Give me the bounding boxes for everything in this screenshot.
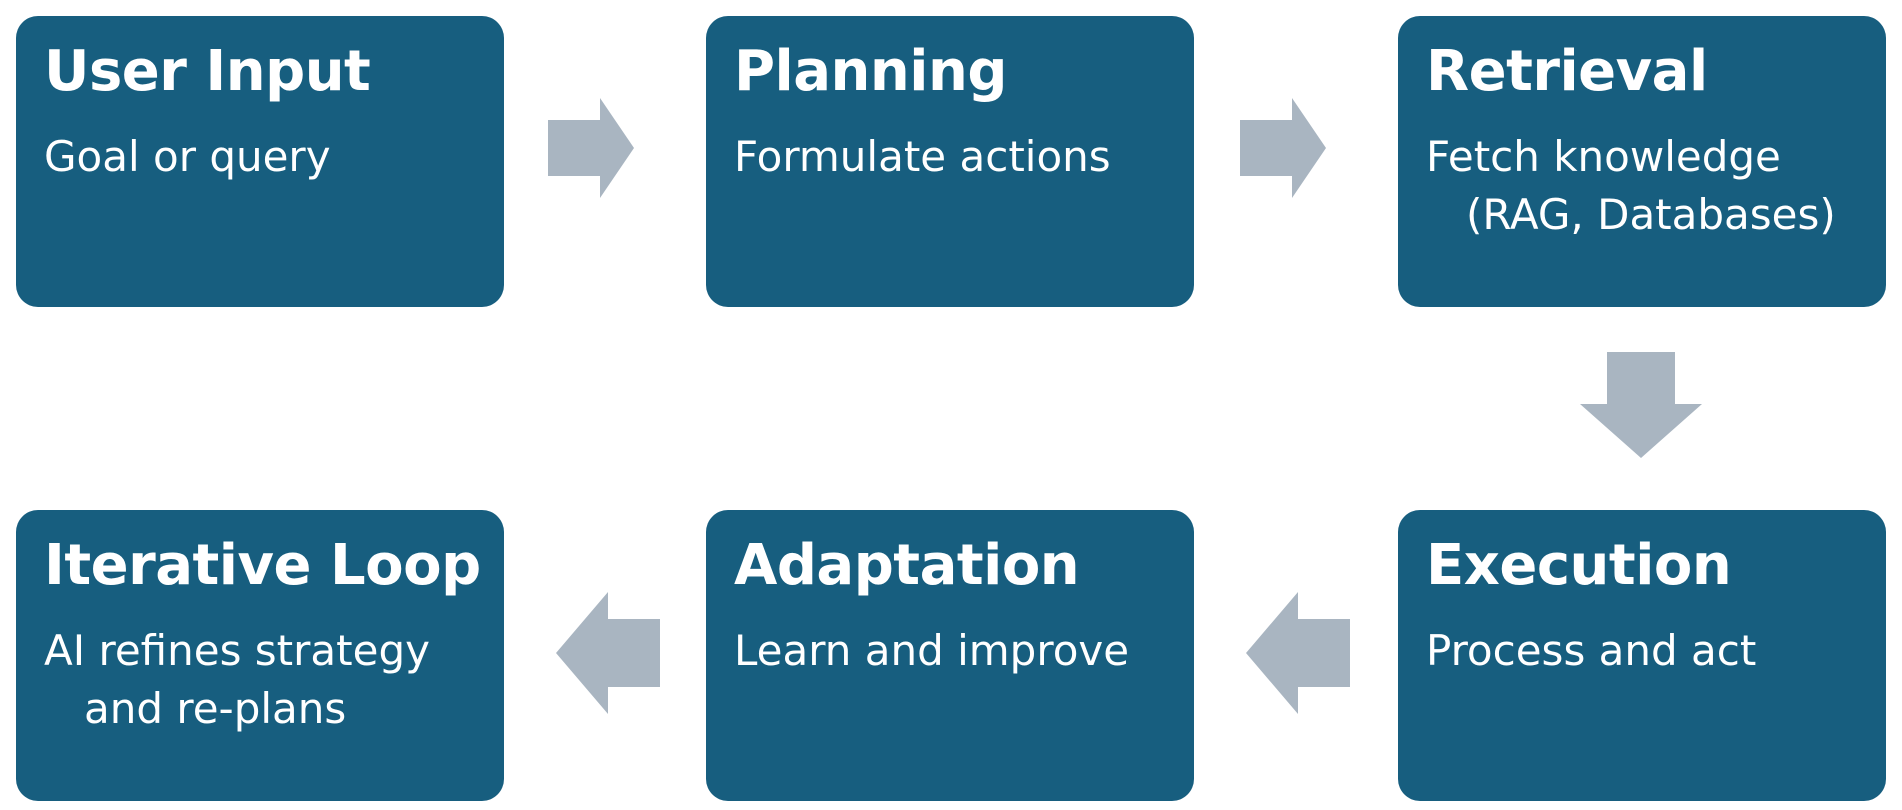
- step-description-line: AI refines strategy: [44, 626, 430, 675]
- step-description-line: Formulate actions: [734, 132, 1111, 181]
- step-description-line: (RAG, Databases): [1466, 190, 1836, 239]
- step-description-line: Fetch knowledge: [1426, 132, 1781, 181]
- step-description-line: Process and act: [1426, 626, 1757, 675]
- step-planning: Planning Formulate actions: [706, 16, 1194, 307]
- arrow-left-icon: [556, 592, 660, 714]
- step-description-line: and re-plans: [84, 684, 347, 733]
- step-execution: Execution Process and act: [1398, 510, 1886, 801]
- step-title: Adaptation: [734, 533, 1080, 598]
- step-description-line: Goal or query: [44, 132, 331, 181]
- arrow-right-icon: [548, 98, 634, 198]
- arrow-right-icon: [1240, 98, 1326, 198]
- step-title: User Input: [44, 39, 371, 104]
- step-title: Retrieval: [1426, 39, 1708, 104]
- step-description: Goal or query: [44, 128, 504, 186]
- step-description: Fetch knowledge (RAG, Databases): [1426, 128, 1886, 244]
- step-description-line: Learn and improve: [734, 626, 1130, 675]
- step-description: Learn and improve: [734, 622, 1194, 680]
- step-description: AI refines strategy and re-plans: [44, 622, 504, 738]
- step-retrieval: Retrieval Fetch knowledge (RAG, Database…: [1398, 16, 1886, 307]
- step-iterative-loop: Iterative Loop AI refines strategy and r…: [16, 510, 504, 801]
- step-adaptation: Adaptation Learn and improve: [706, 510, 1194, 801]
- step-title: Execution: [1426, 533, 1732, 598]
- arrow-left-icon: [1246, 592, 1350, 714]
- step-user-input: User Input Goal or query: [16, 16, 504, 307]
- arrow-down-icon: [1580, 352, 1702, 458]
- step-title: Iterative Loop: [44, 533, 481, 598]
- step-description: Process and act: [1426, 622, 1886, 680]
- step-title: Planning: [734, 39, 1007, 104]
- step-description: Formulate actions: [734, 128, 1194, 186]
